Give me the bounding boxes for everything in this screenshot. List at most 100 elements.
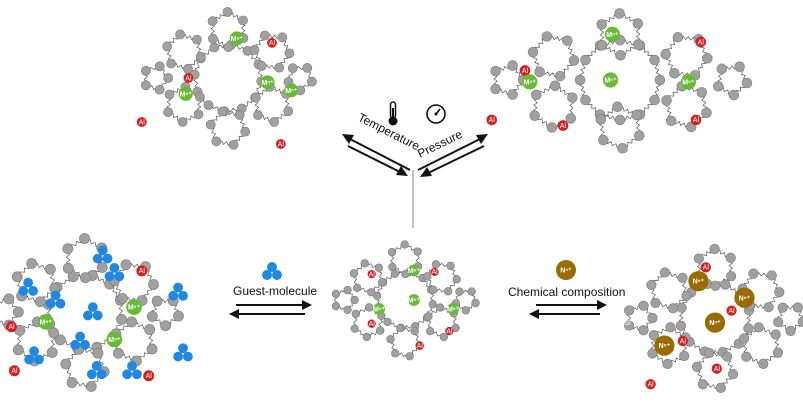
- m-cation: [284, 83, 299, 98]
- pressure-gauge-icon: [426, 104, 446, 124]
- svg-text:Mⁿ⁺: Mⁿ⁺: [261, 80, 274, 87]
- svg-text:Si: Si: [141, 31, 148, 38]
- svg-text:Al: Al: [703, 265, 710, 272]
- m-cation: [407, 264, 420, 277]
- chemical-composition-arrows: [529, 300, 607, 319]
- al-atom: [557, 120, 569, 131]
- svg-text:Al: Al: [369, 271, 376, 278]
- m-cation: [126, 299, 142, 315]
- guest-molecule: [86, 361, 107, 380]
- guest-molecule: [122, 361, 142, 380]
- svg-text:Al: Al: [489, 117, 496, 124]
- svg-text:Al: Al: [8, 324, 15, 331]
- pressure-label: Pressure: [415, 127, 465, 161]
- svg-text:Mⁿ⁺: Mⁿ⁺: [373, 306, 386, 313]
- svg-text:Mⁿ⁺: Mⁿ⁺: [40, 319, 53, 326]
- svg-text:Mⁿ⁺: Mⁿ⁺: [408, 268, 421, 275]
- m-cation: [407, 294, 420, 306]
- al-atom: [136, 117, 147, 127]
- guest-molecule: [173, 343, 193, 362]
- pressure-arrows: [417, 134, 488, 177]
- svg-text:Al: Al: [698, 39, 705, 46]
- svg-text:Mⁿ⁺: Mⁿ⁺: [180, 91, 193, 98]
- cation-n-icon: Nⁿ⁺: [556, 260, 576, 280]
- al-atom: [726, 305, 737, 316]
- svg-text:Al: Al: [714, 366, 721, 373]
- m-cation: [680, 74, 697, 90]
- guest-molecule: [18, 277, 38, 296]
- svg-text:Al: Al: [647, 382, 654, 389]
- svg-text:Al: Al: [693, 117, 700, 124]
- svg-text:Al: Al: [431, 269, 438, 276]
- svg-text:Al: Al: [185, 75, 192, 82]
- temperature-arrows: [342, 134, 411, 176]
- al-atom: [367, 269, 376, 279]
- guest-molecule: [83, 302, 103, 321]
- n-cation: [688, 271, 709, 292]
- svg-text:Al: Al: [146, 373, 153, 380]
- svg-text:Al: Al: [728, 308, 735, 315]
- al-atom: [700, 262, 711, 273]
- svg-text:Al: Al: [369, 321, 376, 328]
- al-atom: [645, 379, 656, 390]
- guest-molecule: [92, 245, 113, 264]
- svg-text:Mⁿ⁺: Mⁿ⁺: [682, 79, 695, 86]
- svg-text:Nⁿ⁺: Nⁿ⁺: [659, 343, 671, 350]
- svg-text:Al: Al: [522, 68, 529, 75]
- al-atom: [711, 363, 722, 374]
- m-cation: [447, 302, 460, 315]
- m-cation: [602, 72, 619, 88]
- m-cation: [229, 31, 244, 46]
- svg-text:Al: Al: [139, 119, 146, 126]
- svg-text:Nⁿ⁺: Nⁿ⁺: [560, 268, 572, 275]
- svg-text:Al: Al: [139, 268, 146, 275]
- m-cation: [37, 313, 54, 330]
- svg-text:Al: Al: [680, 338, 687, 345]
- al-atom: [430, 267, 439, 277]
- svg-text:Si: Si: [624, 320, 631, 327]
- svg-text:Mⁿ⁺: Mⁿ⁺: [408, 298, 421, 305]
- svg-text:Mⁿ⁺: Mⁿ⁺: [128, 305, 141, 312]
- svg-text:Mⁿ⁺: Mⁿ⁺: [285, 88, 298, 95]
- m-cation: [178, 86, 193, 101]
- guest-molecule: [45, 290, 66, 309]
- svg-text:Mⁿ⁺: Mⁿ⁺: [231, 36, 244, 43]
- al-atom: [6, 321, 17, 333]
- svg-text:Nⁿ⁺: Nⁿ⁺: [709, 320, 721, 327]
- svg-text:Al: Al: [417, 343, 424, 350]
- n-cation: [704, 312, 726, 333]
- svg-text:Mⁿ⁺: Mⁿ⁺: [447, 306, 460, 313]
- al-atom: [8, 365, 20, 377]
- m-cation: [373, 302, 386, 315]
- svg-text:Al: Al: [269, 40, 276, 47]
- al-atom: [445, 326, 454, 336]
- svg-text:Al: Al: [278, 141, 285, 148]
- n-cation: [734, 287, 755, 308]
- guest-molecule-label: Guest-molecule: [233, 284, 317, 298]
- guest-molecule-icon: [262, 262, 282, 280]
- chemical-composition-label: Chemical composition: [508, 285, 625, 299]
- al-atom: [695, 36, 707, 48]
- svg-text:Al: Al: [446, 328, 453, 335]
- svg-text:Mⁿ⁺: Mⁿ⁺: [606, 32, 619, 39]
- guest-molecule: [24, 346, 44, 365]
- al-atom: [519, 65, 531, 76]
- svg-text:Si: Si: [13, 262, 20, 269]
- guest-molecule-arrows: [229, 300, 312, 319]
- svg-text:Mⁿ⁺: Mⁿ⁺: [604, 78, 617, 85]
- al-atom: [275, 139, 286, 149]
- m-cation: [106, 331, 123, 348]
- al-atom: [183, 73, 194, 83]
- al-atom: [136, 265, 148, 277]
- thermometer-icon: [388, 101, 398, 126]
- al-atom: [267, 37, 277, 48]
- guest-molecule: [70, 331, 90, 350]
- al-atom: [367, 319, 376, 328]
